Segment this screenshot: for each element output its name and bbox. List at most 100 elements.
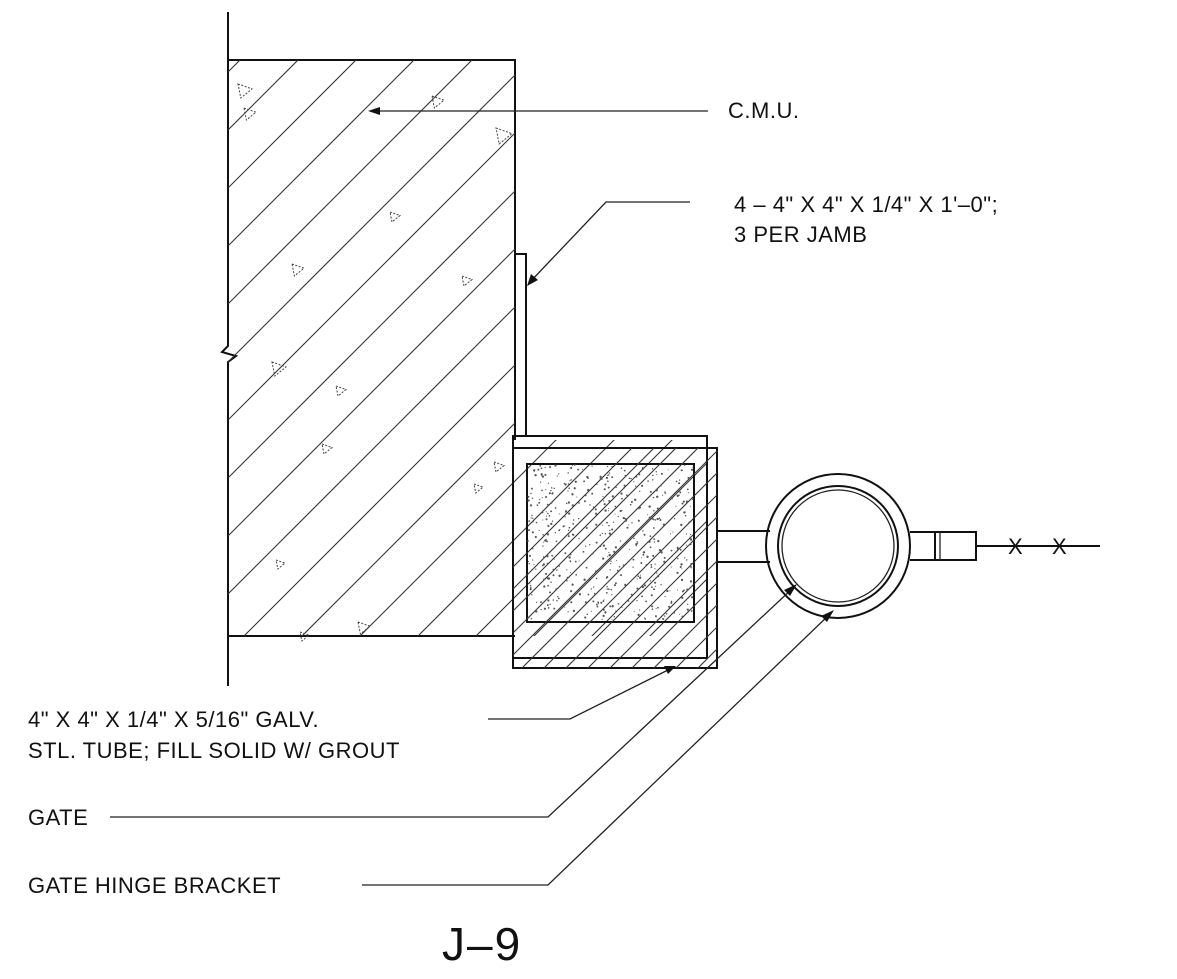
grout-dot bbox=[536, 601, 538, 603]
cmu-hatch-line bbox=[934, 0, 1177, 700]
aggregate-triangle bbox=[495, 127, 514, 145]
label-plate-line2: 3 PER JAMB bbox=[734, 222, 867, 247]
grout-dot bbox=[531, 514, 533, 517]
grout-dot bbox=[604, 483, 607, 486]
grout-dot bbox=[567, 535, 570, 538]
aggregate-triangle bbox=[321, 443, 334, 455]
grout-dot bbox=[605, 476, 609, 480]
grout-dot bbox=[641, 468, 644, 471]
grout-dot bbox=[614, 505, 617, 508]
grout-dot bbox=[624, 584, 626, 587]
grout-dot bbox=[608, 524, 610, 527]
grout-dot bbox=[610, 588, 613, 591]
grout-dot bbox=[550, 487, 553, 489]
grout-dot bbox=[628, 477, 631, 480]
grout-dot bbox=[648, 540, 651, 543]
grout-dot bbox=[619, 540, 622, 542]
grout-dot bbox=[607, 588, 610, 590]
steel-plate bbox=[515, 253, 527, 436]
grout-dot bbox=[555, 588, 557, 591]
grout-dot bbox=[671, 498, 673, 500]
grout-dot bbox=[558, 529, 561, 532]
grout-dot bbox=[541, 475, 543, 477]
cmu-hatch-line bbox=[585, 60, 706, 636]
grout-dot bbox=[540, 601, 542, 604]
grout-dot bbox=[676, 547, 679, 550]
grout-dot bbox=[589, 504, 591, 506]
grout-dot bbox=[601, 532, 604, 535]
grout-dot bbox=[558, 574, 561, 577]
grout-dot bbox=[638, 508, 640, 510]
grout-dot bbox=[681, 590, 685, 593]
grout-dot bbox=[670, 601, 673, 604]
grout-dot bbox=[654, 556, 656, 559]
grout-dot bbox=[548, 492, 551, 495]
grout-dot bbox=[654, 568, 656, 570]
grout-dot bbox=[571, 533, 574, 536]
grout-dot bbox=[547, 482, 550, 484]
grout-dot bbox=[624, 519, 628, 522]
grout-dot bbox=[542, 556, 545, 558]
grout-dot bbox=[626, 494, 628, 496]
steel-tube bbox=[512, 435, 1177, 700]
grout-dot bbox=[681, 502, 684, 505]
grout-dot bbox=[679, 491, 682, 494]
grout-dot bbox=[595, 603, 598, 606]
grout-dot bbox=[599, 475, 602, 478]
grout-dot bbox=[649, 490, 652, 493]
grout-dot bbox=[690, 468, 694, 471]
grout-dot bbox=[681, 568, 683, 570]
grout-dot bbox=[676, 589, 679, 591]
grout-dot bbox=[541, 497, 543, 499]
grout-dot bbox=[546, 503, 549, 506]
tube-hatch-line bbox=[533, 448, 717, 668]
grout-dot bbox=[675, 550, 678, 553]
aggregate-triangle bbox=[357, 621, 372, 635]
grout-dot bbox=[590, 588, 592, 590]
grout-dot bbox=[637, 613, 640, 617]
grout-dot bbox=[641, 484, 644, 487]
grout-dot bbox=[648, 505, 651, 508]
grout-dot bbox=[559, 528, 561, 530]
grout-dot bbox=[677, 557, 679, 560]
grout-dot bbox=[672, 531, 674, 533]
cmu-hatch-line bbox=[228, 60, 359, 636]
grout-dot bbox=[542, 545, 544, 547]
grout-dot bbox=[642, 553, 645, 556]
grout-dot bbox=[600, 601, 603, 604]
grout-dot bbox=[679, 490, 681, 492]
grout-dot bbox=[543, 578, 545, 580]
grout-dot bbox=[571, 504, 574, 507]
grout-dot bbox=[689, 565, 692, 568]
label-tube-line2: STL. TUBE; FILL SOLID W/ GROUT bbox=[28, 738, 400, 763]
grout-dot bbox=[570, 590, 573, 593]
grout-dot bbox=[683, 589, 685, 591]
grout-dot bbox=[563, 482, 565, 485]
grout-dot bbox=[643, 583, 645, 586]
grout-dot bbox=[583, 480, 586, 483]
cmu-hatch-line bbox=[228, 60, 591, 636]
grout-dot bbox=[688, 492, 690, 494]
grout-dot bbox=[547, 607, 550, 609]
grout-dot bbox=[550, 510, 553, 513]
grout-dot bbox=[539, 498, 541, 501]
grout-dot bbox=[655, 615, 657, 618]
grout-dot bbox=[663, 560, 666, 563]
grout-dot bbox=[643, 584, 646, 587]
grout-dot bbox=[541, 564, 544, 567]
grout-dot bbox=[684, 514, 687, 517]
grout-dot bbox=[573, 464, 576, 466]
grout-dot bbox=[651, 586, 653, 588]
aggregate-triangle bbox=[431, 95, 446, 109]
grout-dot bbox=[624, 517, 627, 520]
grout-dot bbox=[631, 522, 633, 524]
grout-dot bbox=[592, 600, 595, 603]
hinge-bolt bbox=[910, 531, 977, 561]
grout-dot bbox=[565, 579, 568, 582]
grout-dot bbox=[662, 494, 664, 496]
grout-dot bbox=[626, 541, 628, 543]
grout-dot bbox=[612, 521, 615, 523]
grout-dot bbox=[641, 585, 645, 589]
grout-dot bbox=[614, 513, 616, 515]
tube-hatch-line bbox=[952, 440, 1177, 700]
